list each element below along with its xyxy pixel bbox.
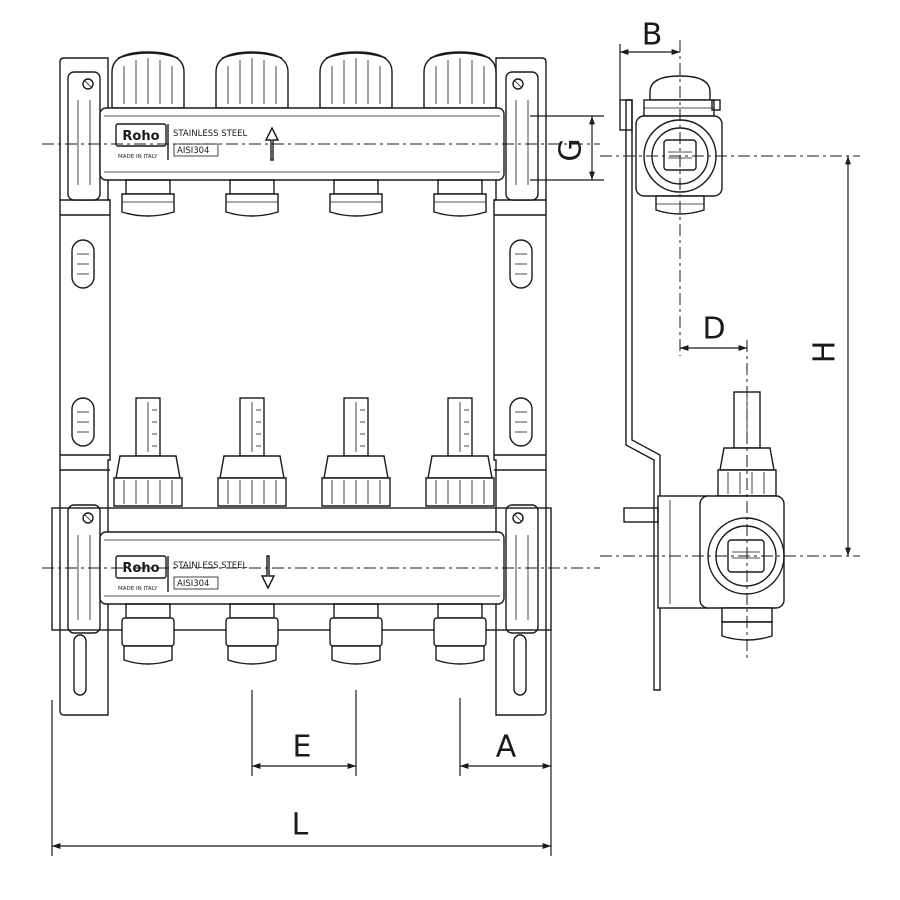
side-bracket-plate	[625, 99, 661, 691]
top-steel-text: STAINLESS STEEL	[173, 129, 248, 139]
side-top-unit	[635, 75, 723, 215]
top-grade-text: AISI304	[177, 146, 209, 156]
bottom-clamp-band	[51, 507, 552, 631]
front-view: Roho STAINLESS STEEL MADE IN ITALY AISI3…	[42, 51, 600, 716]
dim-A-label: A	[496, 730, 517, 765]
bottom-brand-box	[115, 555, 167, 579]
dim-G-label: G	[554, 138, 589, 161]
bottom-grade-text: AISI304	[177, 579, 209, 589]
side-bottom-unit	[623, 391, 785, 641]
dimensions: L E A G B D H	[51, 18, 851, 856]
top-outlets	[121, 179, 487, 217]
bottom-manifold: Roho STAINLESS STEEL MADE IN ITALY AISI3…	[99, 397, 505, 665]
dim-L-label: L	[292, 808, 309, 843]
bottom-made-text: MADE IN ITALY	[118, 586, 158, 592]
dim-B-label: B	[642, 18, 663, 53]
left-bracket	[59, 57, 111, 716]
flow-down-arrow-icon	[260, 555, 276, 590]
bottom-steel-text: STAINLESS STEEL	[173, 561, 248, 571]
bottom-outlets	[121, 603, 487, 665]
dim-D-label: D	[702, 312, 725, 347]
side-view	[600, 40, 860, 691]
top-brand-box	[115, 123, 167, 147]
top-made-text: MADE IN ITALY	[118, 154, 158, 160]
flow-meters	[113, 397, 495, 507]
top-valve-knobs	[111, 51, 497, 109]
dim-E-label: E	[293, 730, 312, 765]
top-brand-text: Roho	[122, 129, 159, 144]
top-manifold: Roho STAINLESS STEEL MADE IN ITALY AISI3…	[99, 51, 505, 217]
right-bracket	[493, 57, 547, 716]
flow-up-arrow-icon	[264, 126, 280, 161]
dim-H-label: H	[808, 341, 843, 364]
